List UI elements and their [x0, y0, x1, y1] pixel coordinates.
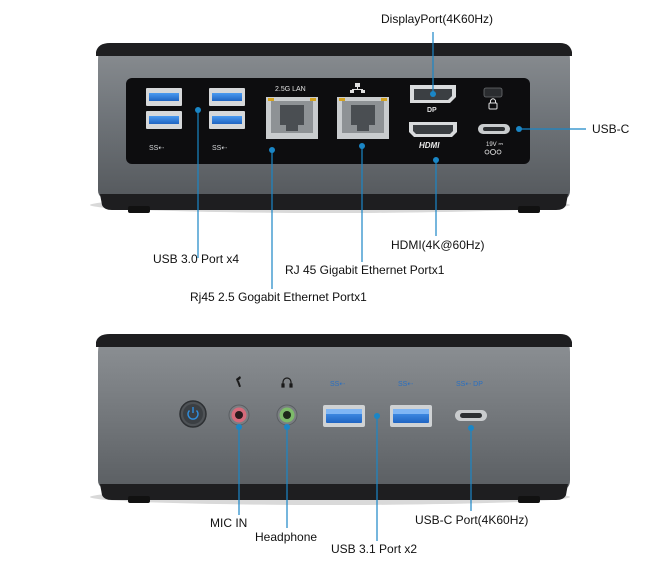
front-usb31-port-1: SS⇠	[323, 381, 365, 427]
rear-foot-left	[128, 206, 150, 213]
rear-io-panel	[126, 78, 530, 164]
callout-rj45-gigabit: RJ 45 Gigabit Ethernet Portx1	[285, 263, 445, 277]
power-rating-label: 19V ⎓	[486, 142, 503, 148]
rear-callout-dots	[195, 91, 522, 163]
rear-callout-lines	[197, 32, 586, 289]
hdmi-logo: HDMI	[419, 141, 440, 150]
hdmi-port: HDMI	[409, 122, 457, 150]
usb30-stack-1: SS⇠	[146, 88, 182, 152]
usb-mark: SS⇠	[330, 381, 345, 388]
callout-usb30: USB 3.0 Port x4	[153, 252, 240, 266]
lock-slot	[483, 87, 503, 110]
dc-polarity-icon	[484, 148, 502, 155]
dp-label: DP	[427, 107, 437, 114]
front-foot-left	[128, 496, 150, 503]
rear-top-lid	[96, 43, 572, 56]
lan-gigabit-port	[337, 83, 389, 139]
headphone-jack	[276, 377, 298, 426]
callout-usb31: USB 3.1 Port x2	[331, 542, 418, 556]
callout-displayport: DisplayPort(4K60Hz)	[381, 12, 494, 26]
front-top-lid	[96, 334, 572, 347]
rear-base	[100, 194, 568, 210]
microphone-icon	[236, 376, 241, 388]
front-view: SS⇠ SS⇠ SS⇠ DP	[90, 334, 572, 541]
callout-rj45-25g: Rj45 2.5 Gogabit Ethernet Portx1	[190, 290, 367, 304]
rear-foot-right	[518, 206, 540, 213]
lock-icon	[488, 98, 498, 110]
usb-mark: SS⇠	[212, 145, 227, 152]
power-button[interactable]	[179, 400, 207, 428]
mic-jack	[228, 376, 250, 426]
callout-front-usb-c: USB-C Port(4K60Hz)	[415, 513, 529, 527]
usb-c-mark: SS⇠ DP	[456, 381, 483, 388]
usb-mark: SS⇠	[149, 145, 164, 152]
network-icon	[350, 83, 365, 93]
front-usb-c-port: SS⇠ DP	[455, 381, 487, 421]
callout-headphone: Headphone	[255, 530, 318, 544]
front-foot-right	[518, 496, 540, 503]
front-callout-dots	[236, 413, 474, 431]
front-callout-lines	[238, 416, 472, 541]
headphone-icon	[281, 377, 293, 388]
lan-25g-label: 2.5G LAN	[275, 86, 306, 93]
callout-rear-usb-c: USB-C	[592, 122, 630, 136]
power-button-icon	[187, 407, 199, 420]
front-base	[100, 484, 568, 500]
rear-usb-c-port: 19V ⎓	[478, 124, 510, 155]
callout-mic: MIC IN	[210, 516, 248, 530]
usb30-stack-2: SS⇠	[209, 88, 245, 152]
front-usb31-port-2: SS⇠	[390, 381, 432, 427]
rear-view: SS⇠ SS⇠ 2.5G LAN	[90, 32, 586, 289]
callout-hdmi: HDMI(4K@60Hz)	[391, 238, 485, 252]
usb-mark: SS⇠	[398, 381, 413, 388]
lan-25g-port: 2.5G LAN	[266, 86, 318, 139]
